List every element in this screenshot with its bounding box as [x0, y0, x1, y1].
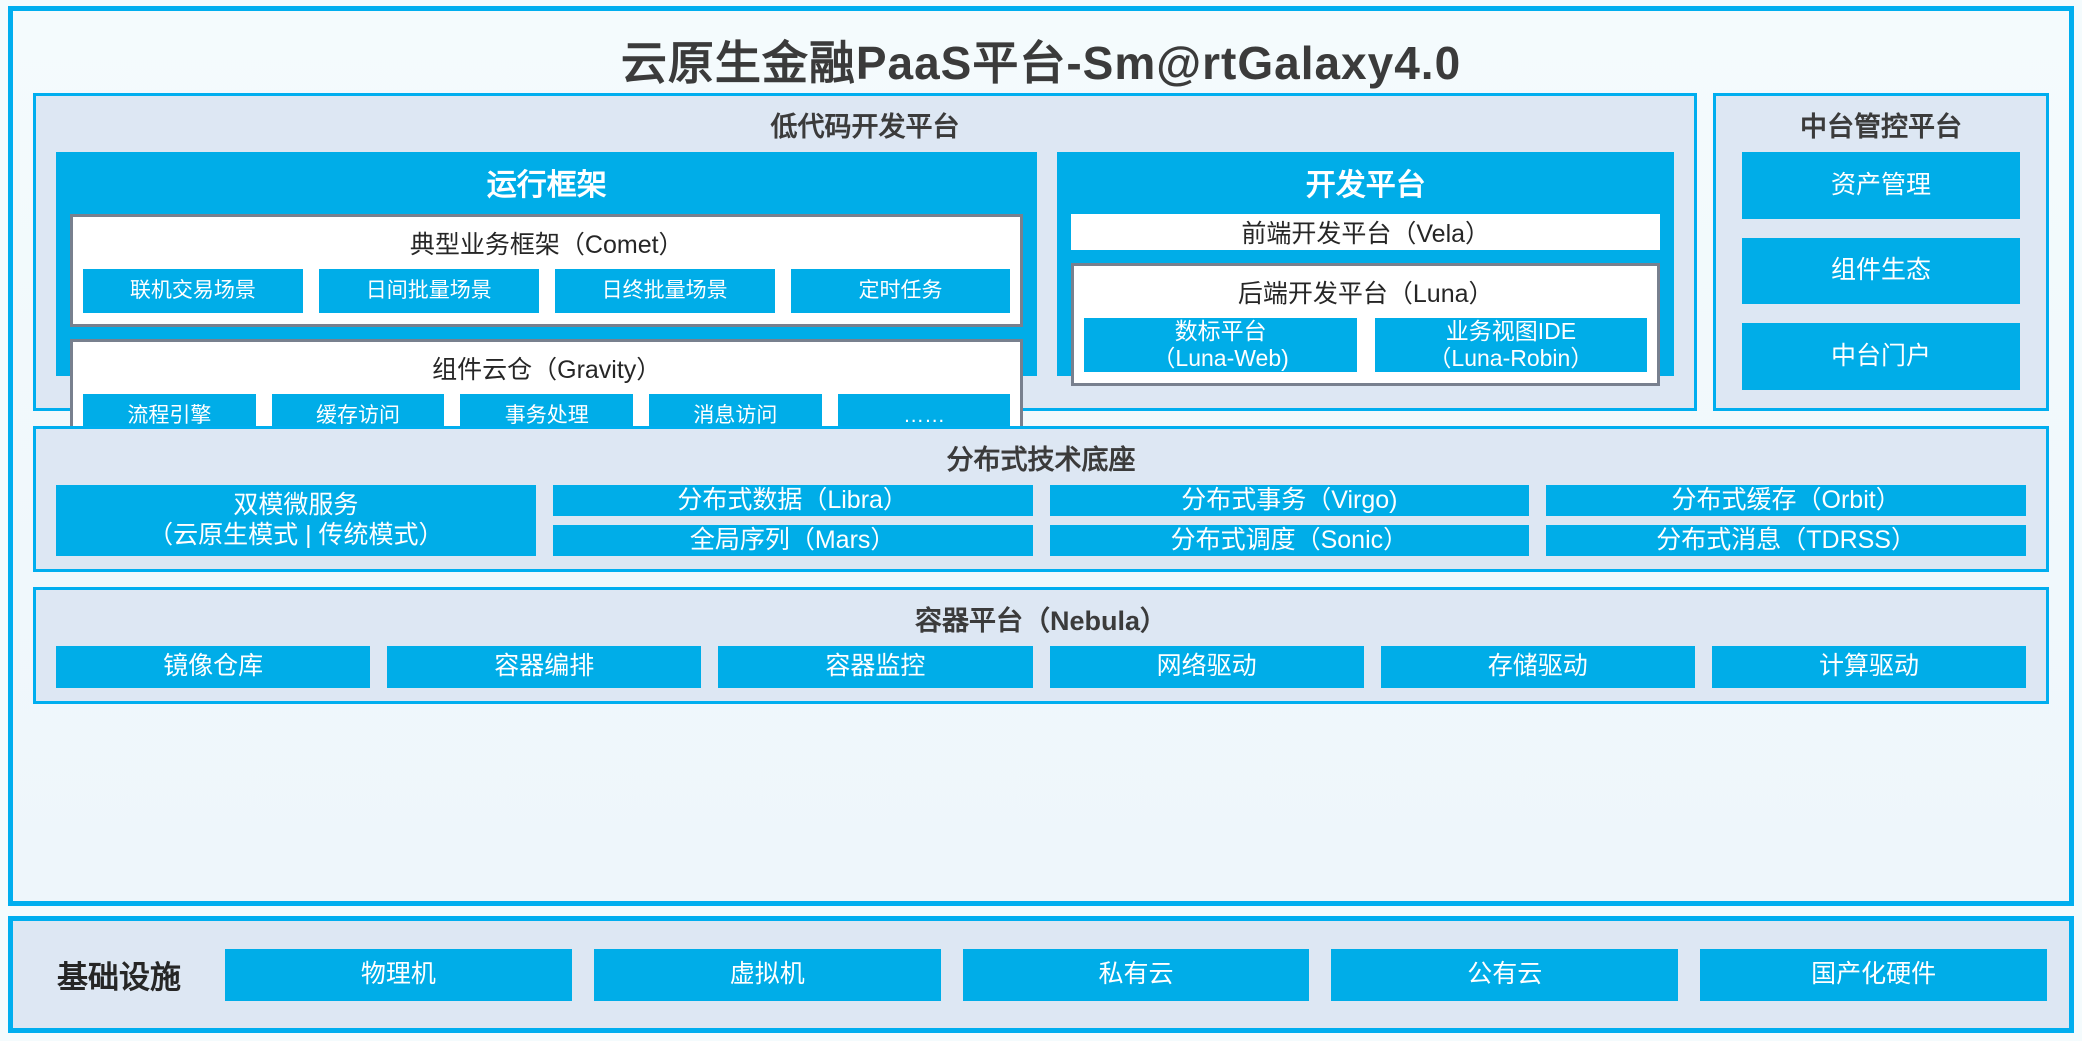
dist-column-2: 分布式事务（Virgo) 分布式调度（Sonic）	[1049, 485, 1530, 556]
container-item-monitoring[interactable]: 容器监控	[718, 646, 1033, 688]
gravity-title: 组件云仓（Gravity）	[432, 356, 662, 384]
luna-robin-name: 业务视图IDE	[1445, 318, 1577, 344]
container-platform-title: 容器平台（Nebula）	[914, 606, 1168, 636]
dist-item-mars[interactable]: 全局序列（Mars）	[552, 525, 1033, 556]
infrastructure-item-virtual-machine[interactable]: 虚拟机	[593, 948, 941, 1001]
infrastructure-item-public-cloud[interactable]: 公有云	[1331, 948, 1679, 1001]
distributed-base-title: 分布式技术底座	[946, 445, 1136, 475]
runtime-framework-block: 运行框架 典型业务框架（Comet） 联机交易场景 日间批量场景 日终批量场景 …	[56, 152, 1038, 452]
luna-item-luna-robin[interactable]: 业务视图IDE （Luna-Robin）	[1374, 318, 1648, 373]
midplatform-items: 资产管理 组件生态 中台门户	[1716, 152, 2046, 408]
infrastructure-item-physical-machine[interactable]: 物理机	[225, 948, 572, 1001]
dual-mode-line2: （云原生模式 | 传统模式）	[148, 520, 444, 549]
container-platform-items: 镜像仓库 容器编排 容器监控 网络驱动 存储驱动 计算驱动	[36, 646, 2046, 701]
luna-web-name: 数标平台	[1174, 318, 1267, 344]
dual-mode-line1: 双模微服务	[233, 491, 359, 519]
luna-item-luna-web[interactable]: 数标平台 （Luna-Web)	[1084, 318, 1357, 373]
container-item-storage-driver[interactable]: 存储驱动	[1380, 646, 1695, 688]
lowcode-platform-body: 运行框架 典型业务框架（Comet） 联机交易场景 日间批量场景 日终批量场景 …	[36, 152, 1694, 452]
dist-item-libra[interactable]: 分布式数据（Libra）	[552, 485, 1033, 516]
dev-platform-title: 开发平台	[1305, 169, 1426, 202]
lowcode-platform-title: 低代码开发平台	[770, 112, 960, 142]
container-item-network-driver[interactable]: 网络驱动	[1049, 646, 1364, 688]
lowcode-platform-panel: 低代码开发平台 运行框架 典型业务框架（Comet） 联机交易场景 日间批量场景…	[33, 93, 1697, 452]
midplatform-title: 中台管控平台	[1800, 112, 1962, 142]
dist-item-tdrss[interactable]: 分布式消息（TDRSS）	[1546, 525, 2026, 556]
comet-item-daytime-batch[interactable]: 日间批量场景	[318, 269, 539, 313]
midplatform-item-asset-management[interactable]: 资产管理	[1742, 152, 2020, 219]
comet-item-online-transaction[interactable]: 联机交易场景	[83, 269, 303, 313]
container-item-compute-driver[interactable]: 计算驱动	[1711, 646, 2027, 688]
backend-dev-platform-title: 后端开发平台（Luna）	[1237, 280, 1494, 308]
dist-item-dual-mode-microservice[interactable]: 双模微服务 （云原生模式 | 传统模式）	[56, 485, 536, 556]
dev-platform-block: 开发平台 前端开发平台（Vela） 后端开发平台（Luna） 数标平台 （Lun…	[1057, 152, 1674, 387]
frontend-dev-platform-vela[interactable]: 前端开发平台（Vela）	[1071, 214, 1660, 250]
distributed-base-body: 双模微服务 （云原生模式 | 传统模式） 分布式数据（Libra） 全局序列（M…	[36, 485, 2046, 569]
infrastructure-label: 基础设施	[57, 960, 181, 995]
dist-item-orbit[interactable]: 分布式缓存（Orbit）	[1546, 485, 2026, 516]
dist-item-virgo[interactable]: 分布式事务（Virgo)	[1049, 485, 1530, 516]
luna-robin-code: （Luna-Robin）	[1428, 345, 1594, 372]
page-title: 云原生金融PaaS平台-Sm@rtGalaxy4.0	[620, 37, 1462, 89]
dist-column-3: 分布式缓存（Orbit） 分布式消息（TDRSS）	[1546, 485, 2026, 556]
top-row: 低代码开发平台 运行框架 典型业务框架（Comet） 联机交易场景 日间批量场景…	[33, 93, 2049, 452]
infrastructure-item-domestic-hardware[interactable]: 国产化硬件	[1700, 948, 2047, 1001]
comet-item-scheduled-task[interactable]: 定时任务	[790, 269, 1011, 313]
body-area: 低代码开发平台 运行框架 典型业务框架（Comet） 联机交易场景 日间批量场景…	[33, 93, 2049, 887]
distributed-base-panel: 分布式技术底座 双模微服务 （云原生模式 | 传统模式） 分布式数据（Libra…	[33, 426, 2049, 572]
main-frame: 云原生金融PaaS平台-Sm@rtGalaxy4.0 低代码开发平台 运行框架 …	[8, 6, 2074, 906]
container-item-image-registry[interactable]: 镜像仓库	[56, 646, 371, 688]
container-platform-panel: 容器平台（Nebula） 镜像仓库 容器编排 容器监控 网络驱动 存储驱动 计算…	[33, 587, 2049, 704]
dist-item-sonic[interactable]: 分布式调度（Sonic）	[1049, 525, 1530, 556]
luna-items: 数标平台 （Luna-Web) 业务视图IDE （Luna-Robin）	[1084, 318, 1648, 373]
runtime-framework-title: 运行框架	[486, 169, 607, 202]
dist-column-1: 分布式数据（Libra） 全局序列（Mars）	[552, 485, 1033, 556]
comet-item-endofday-batch[interactable]: 日终批量场景	[554, 269, 775, 313]
container-item-orchestration[interactable]: 容器编排	[387, 646, 702, 688]
backend-dev-platform-luna-box: 后端开发平台（Luna） 数标平台 （Luna-Web) 业务视图IDE （Lu…	[1071, 263, 1660, 387]
infrastructure-panel: 基础设施 物理机 虚拟机 私有云 公有云 国产化硬件	[8, 916, 2074, 1033]
comet-items: 联机交易场景 日间批量场景 日终批量场景 定时任务	[83, 269, 1011, 313]
midplatform-item-portal[interactable]: 中台门户	[1742, 323, 2020, 391]
midplatform-item-component-ecosystem[interactable]: 组件生态	[1742, 237, 2020, 305]
comet-box: 典型业务框架（Comet） 联机交易场景 日间批量场景 日终批量场景 定时任务	[70, 214, 1024, 327]
comet-title: 典型业务框架（Comet）	[409, 231, 684, 259]
luna-web-code: （Luna-Web)	[1152, 345, 1289, 372]
midplatform-panel: 中台管控平台 资产管理 组件生态 中台门户	[1713, 93, 2049, 411]
infrastructure-item-private-cloud[interactable]: 私有云	[962, 948, 1310, 1001]
